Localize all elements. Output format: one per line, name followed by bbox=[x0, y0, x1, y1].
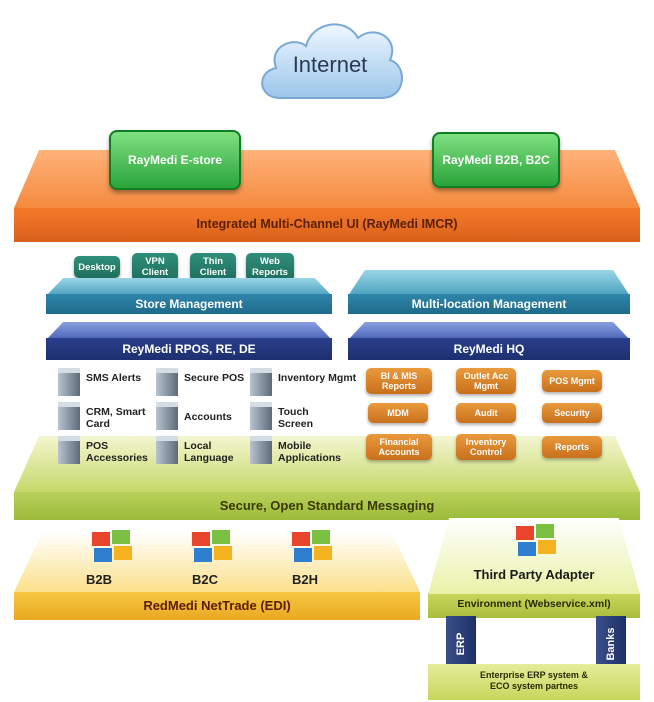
server-cube-icon bbox=[156, 368, 178, 396]
environment-label: Environment (Webservice.xml) bbox=[457, 598, 611, 610]
b2b-puzzle-icon bbox=[92, 530, 132, 562]
hq-item-button[interactable]: Security bbox=[542, 403, 602, 423]
rpos-item: CRM, Smart Card bbox=[86, 406, 146, 430]
desktop-client-button[interactable]: Desktop bbox=[74, 256, 120, 278]
rpos-item: Inventory Mgmt bbox=[278, 372, 357, 384]
hq-item-button[interactable]: Inventory Control bbox=[456, 434, 516, 460]
hq-item-button[interactable]: BI & MIS Reports bbox=[366, 368, 432, 394]
rpos-item: Secure POS bbox=[184, 372, 245, 384]
hq-item-button[interactable]: Outlet Acc Mgmt bbox=[456, 368, 516, 394]
b2h-puzzle-icon bbox=[292, 530, 332, 562]
hq-bar: ReyMedi HQ bbox=[348, 338, 630, 360]
messaging-platform-front bbox=[14, 492, 640, 520]
hq-item-button[interactable]: Financial Accounts bbox=[366, 434, 432, 460]
server-cube-icon bbox=[156, 402, 178, 430]
estore-button[interactable]: RayMedi E-store bbox=[109, 130, 241, 190]
rpos-item: POS Accessories bbox=[86, 440, 148, 464]
messaging-label: Secure, Open Standard Messaging bbox=[219, 498, 435, 513]
store-management-top bbox=[46, 278, 332, 296]
server-cube-icon bbox=[156, 436, 178, 464]
nettrade-platform-front bbox=[14, 592, 420, 620]
hq-top bbox=[348, 322, 630, 340]
third-party-label: Third Party Adapter bbox=[473, 567, 595, 582]
messaging-platform-top bbox=[14, 436, 640, 492]
b2c-puzzle-icon bbox=[192, 530, 232, 562]
vpn-client-button[interactable]: VPN Client bbox=[132, 253, 178, 281]
server-cube-icon bbox=[250, 368, 272, 396]
server-cube-icon bbox=[250, 436, 272, 464]
internet-label: Internet bbox=[292, 52, 368, 77]
rpos-top bbox=[46, 322, 332, 340]
hq-item-button[interactable]: POS Mgmt bbox=[542, 370, 602, 392]
b2b-b2c-button[interactable]: RayMedi B2B, B2C bbox=[432, 132, 560, 188]
multi-location-top bbox=[348, 270, 630, 296]
internet-cloud: Internet bbox=[250, 6, 410, 118]
rpos-item: Accounts bbox=[184, 411, 232, 423]
imcr-platform-front bbox=[14, 208, 640, 242]
store-management-bar: Store Management bbox=[46, 294, 332, 314]
rpos-item: Touch Screen bbox=[278, 406, 314, 430]
imcr-label: Integrated Multi-Channel UI (RayMedi IMC… bbox=[196, 217, 458, 231]
rpos-item: SMS Alerts bbox=[86, 372, 142, 384]
rpos-item: Local Language bbox=[184, 440, 234, 464]
server-cube-icon bbox=[250, 402, 272, 430]
web-reports-button[interactable]: Web Reports bbox=[246, 253, 294, 281]
b2c-label: B2C bbox=[191, 572, 218, 587]
hq-item-button[interactable]: Reports bbox=[542, 436, 602, 458]
server-cube-icon bbox=[58, 402, 80, 430]
cloud-icon bbox=[261, 23, 403, 99]
enterprise-bar bbox=[428, 664, 640, 700]
hq-item-button[interactable]: Audit bbox=[456, 403, 516, 423]
server-cube-icon bbox=[58, 368, 80, 396]
server-cube-icon bbox=[58, 436, 80, 464]
nettrade-label: RedMedi NetTrade (EDI) bbox=[143, 598, 291, 613]
enterprise-label: Enterprise ERP system & ECO system partn… bbox=[480, 670, 588, 691]
b2b-label: B2B bbox=[85, 572, 112, 587]
multi-location-bar: Multi-location Management bbox=[348, 294, 630, 314]
third-party-puzzle-icon bbox=[516, 524, 556, 556]
environment-bar bbox=[428, 594, 640, 618]
hq-item-button[interactable]: MDM bbox=[368, 403, 428, 423]
rpos-bar: ReyMedi RPOS, RE, DE bbox=[46, 338, 332, 360]
rpos-item: Mobile Applications bbox=[278, 440, 342, 464]
b2h-label: B2H bbox=[291, 572, 318, 587]
thin-client-button[interactable]: Thin Client bbox=[190, 253, 236, 281]
